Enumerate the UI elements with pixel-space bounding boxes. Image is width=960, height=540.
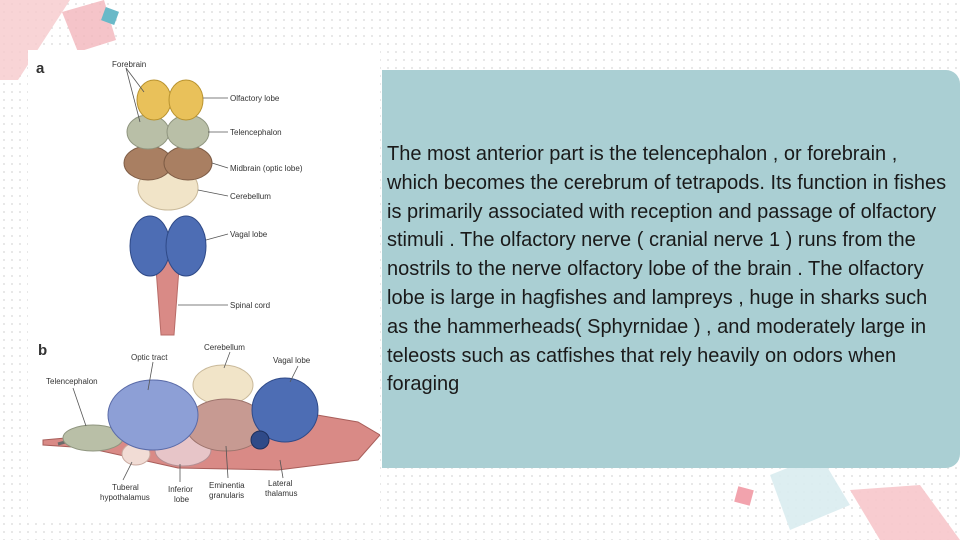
optic-lobe-b <box>108 380 198 450</box>
vagal-ring-b <box>251 431 269 449</box>
label-optic-tract: Optic tract <box>131 353 168 362</box>
label-lateral-1: Lateral <box>268 479 293 488</box>
body-paragraph: The most anterior part is the telencepha… <box>387 140 947 399</box>
label-olfactory-lobe: Olfactory lobe <box>230 94 280 103</box>
label-telencephalon-b: Telencephalon <box>46 377 98 386</box>
label-forebrain: Forebrain <box>112 60 146 69</box>
label-cerebellum-a: Cerebellum <box>230 192 271 201</box>
label-eminentia-2: granularis <box>209 491 244 500</box>
label-eminentia-1: Eminentia <box>209 481 245 490</box>
label-telencephalon-a: Telencephalon <box>230 128 282 137</box>
telencephalon-left <box>127 115 169 149</box>
label-midbrain: Midbrain (optic lobe) <box>230 164 303 173</box>
panel-a-letter: a <box>36 60 45 77</box>
label-spinal-cord: Spinal cord <box>230 301 270 310</box>
label-inferior-1: Inferior <box>168 485 193 494</box>
text-panel: The most anterior part is the telencepha… <box>382 70 960 468</box>
olfactory-lobe-right <box>169 80 203 120</box>
panel-b-letter: b <box>38 342 47 359</box>
vagal-lobe-right <box>166 216 206 276</box>
label-lateral-2: thalamus <box>265 489 297 498</box>
label-vagal-lobe-b: Vagal lobe <box>273 356 311 365</box>
vagal-lobe-left <box>130 216 170 276</box>
olfactory-lobe-left <box>137 80 171 120</box>
midbrain-right <box>164 146 212 180</box>
decorative-shapes-bottom-right <box>730 460 960 540</box>
label-inferior-2: lobe <box>174 495 190 504</box>
label-tuberal-2: hypothalamus <box>100 493 150 502</box>
label-vagal-lobe-a: Vagal lobe <box>230 230 268 239</box>
label-cerebellum-b: Cerebellum <box>204 343 245 352</box>
brain-anatomy-figure: a Forebrain Olfactory lobe Telencephalon <box>28 50 380 520</box>
label-tuberal-1: Tuberal <box>112 483 139 492</box>
